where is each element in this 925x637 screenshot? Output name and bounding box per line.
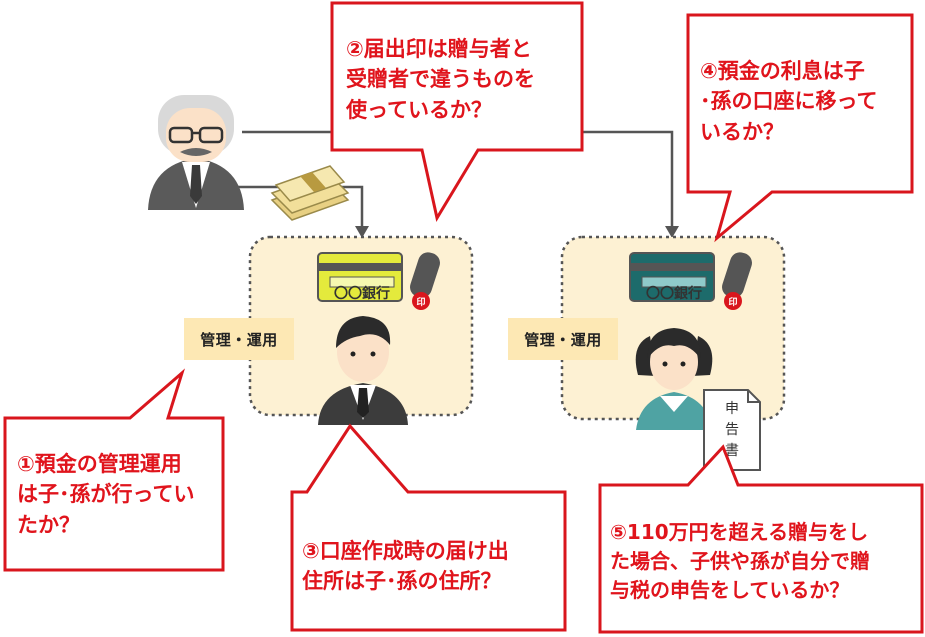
arrow-to-child-account: [355, 226, 369, 238]
callout-4-shape: [686, 13, 914, 243]
callout-1-text: ①預金の管理運用 は子･孫が行ってい たか？: [17, 452, 195, 537]
child-seal-icon: 印: [410, 252, 440, 310]
tax-doc-char-1: 申: [725, 401, 739, 417]
svg-text:印: 印: [728, 296, 737, 308]
tax-doc-char-2: 告: [725, 422, 739, 438]
cash-bundle-icon: [270, 165, 350, 221]
callout-1-shape: [3, 368, 225, 572]
callout-5-text: ⑤110万円を超える贈与をし た場合、子供や孫が自分で贈 与税の申告をしているか…: [610, 520, 870, 602]
svg-text:印: 印: [416, 296, 425, 308]
tax-doc-char-3: 書: [725, 443, 739, 459]
child-bank-name: 〇〇銀行: [334, 285, 390, 302]
callout-4-text: ④預金の利息は子 ･孫の口座に移って いるか？: [700, 59, 878, 144]
callout-3-text: ③口座作成時の届け出 住所は子･孫の住所？: [302, 539, 509, 594]
callout-5-shape: [598, 444, 924, 634]
grandchild-bank-name: 〇〇銀行: [646, 285, 702, 302]
grandchild-person-icon: [635, 328, 713, 430]
grandchild-seal-icon: 印: [722, 252, 752, 310]
grandchild-bankbook-icon: 〇〇銀行: [629, 252, 715, 302]
tax-return-document-icon: 申 告 書: [703, 389, 761, 471]
callout-2-text: ②届出印は贈与者と 受贈者で違うものを 使っているか？: [346, 37, 535, 122]
child-person-icon: [318, 316, 408, 425]
callout-3-shape: [290, 423, 567, 632]
grandparent-icon: [148, 95, 244, 210]
child-bankbook-icon: 〇〇銀行: [317, 252, 403, 302]
child-management-label: 管理・運用: [184, 318, 294, 360]
callout-2-shape: [330, 1, 584, 222]
grandchild-management-label: 管理・運用: [508, 318, 618, 360]
arrow-to-grandchild-account: [665, 226, 679, 238]
